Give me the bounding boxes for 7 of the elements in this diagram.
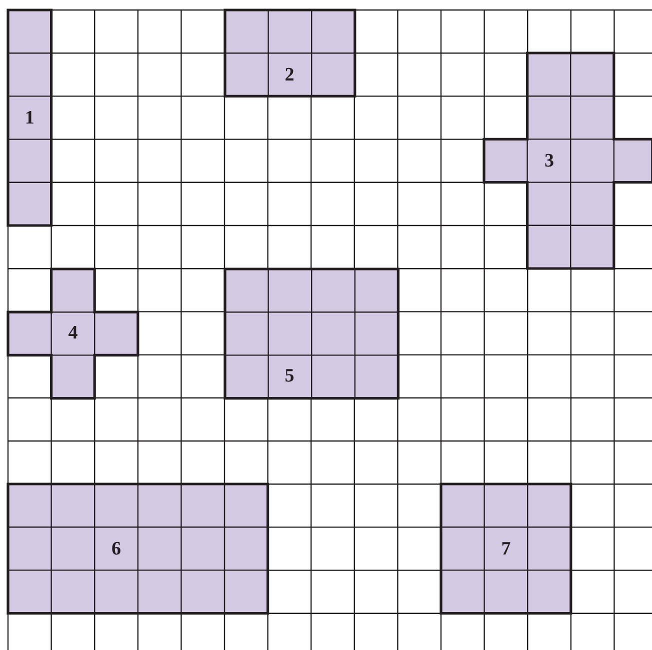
shape-number: 7 — [501, 539, 511, 558]
shape-number: 4 — [68, 324, 78, 343]
shape-number: 2 — [284, 65, 294, 84]
shape-number: 1 — [24, 108, 34, 128]
shape-number: 3 — [544, 151, 554, 170]
shape-number: 6 — [112, 539, 121, 558]
shape-number: 5 — [284, 366, 294, 386]
